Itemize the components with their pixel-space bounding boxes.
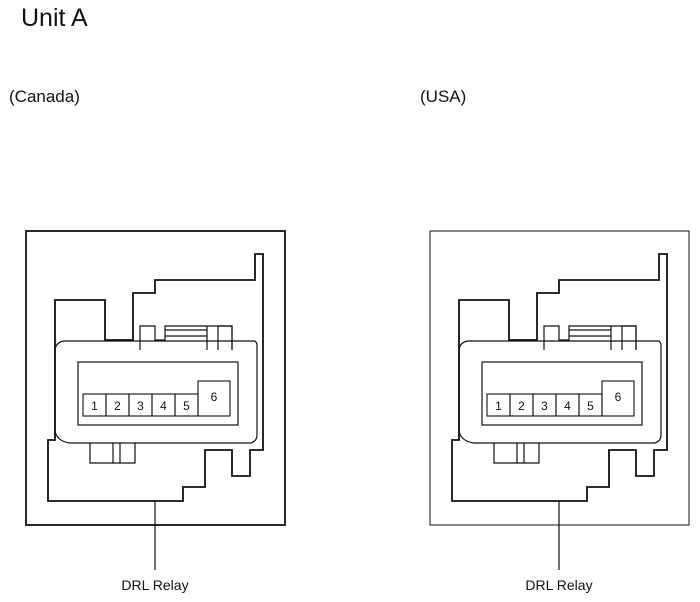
- pin-number-2: 2: [114, 399, 121, 413]
- pin-number-3: 3: [137, 399, 144, 413]
- region-label-usa: (USA): [420, 87, 467, 106]
- region-label-canada: (Canada): [9, 87, 80, 106]
- connector-drawing-usa: [429, 230, 690, 570]
- pin-cavity-window: [481, 361, 643, 426]
- pin-number-6: 6: [211, 390, 218, 404]
- pin-number-1: 1: [495, 399, 502, 413]
- connector-bottom-key: [493, 443, 540, 464]
- connector-housing-outline: [47, 253, 264, 502]
- pin-cavity-window: [77, 361, 239, 426]
- pins-layer: 1 2 3 4 5 6 1 2 3 4 5 6: [82, 380, 635, 417]
- component-label-usa: DRL Relay: [525, 577, 592, 593]
- connector-body: [458, 340, 662, 444]
- connector-housing-outline: [451, 253, 668, 502]
- connector-tab-right: [218, 325, 233, 350]
- connector-drawing-canada: [25, 230, 286, 570]
- pin-cell-6: [601, 380, 635, 417]
- pin-cell-6: [197, 380, 231, 417]
- connector-frame: [429, 230, 690, 526]
- connector-frame: [25, 230, 286, 526]
- connector-latch-top: [543, 325, 637, 350]
- connector-body: [54, 340, 258, 444]
- pin-number-1: 1: [91, 399, 98, 413]
- pin-row-canada: 1 2 3 4 5 6: [82, 380, 231, 417]
- pin-number-2: 2: [518, 399, 525, 413]
- component-label-canada: DRL Relay: [121, 577, 188, 593]
- pin-number-5: 5: [587, 399, 594, 413]
- pin-number-6: 6: [615, 390, 622, 404]
- pin-number-4: 4: [564, 399, 571, 413]
- connector-tab-right: [622, 325, 637, 350]
- connector-bottom-key: [89, 443, 136, 464]
- pin-number-3: 3: [541, 399, 548, 413]
- pin-number-5: 5: [183, 399, 190, 413]
- page-title: Unit A: [21, 4, 88, 32]
- pin-row-usa: 1 2 3 4 5 6: [486, 380, 635, 417]
- connector-latch-top: [139, 325, 233, 350]
- pin-number-4: 4: [160, 399, 167, 413]
